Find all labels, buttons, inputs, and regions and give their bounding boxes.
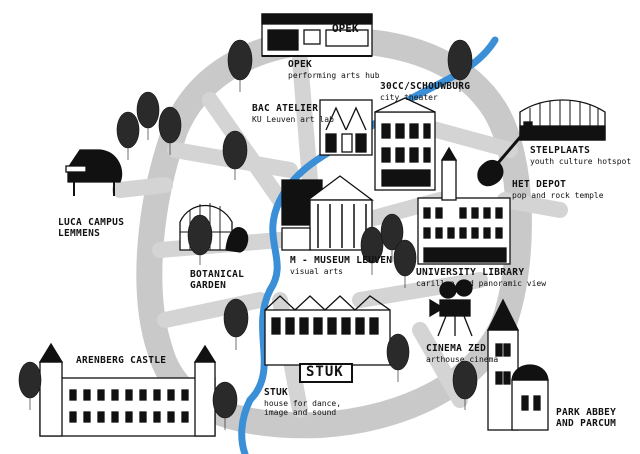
place-subtitle: pop and rock temple (512, 190, 604, 200)
label-bac-atelier[interactable]: BAC ATELIER KU Leuven art lab (252, 103, 334, 124)
label-schouwburg[interactable]: 30CC/SCHOUWBURG city theater (380, 81, 471, 102)
electric-guitar-icon[interactable] (477, 121, 533, 187)
label-botanical-garden[interactable]: BOTANICAL GARDEN (190, 269, 262, 292)
tree-icon (393, 239, 417, 288)
tree-icon (187, 214, 213, 265)
place-title: PARK ABBEY AND PARCUM (556, 407, 617, 429)
label-park-abbey[interactable]: PARK ABBEY AND PARCUM (556, 407, 636, 430)
place-subtitle: arthouse cinema (426, 354, 499, 364)
place-subtitle: visual arts (290, 266, 343, 276)
label-university-library[interactable]: UNIVERSITY LIBRARY carillon and panorami… (416, 267, 547, 288)
tree-icon (360, 226, 384, 275)
label-m-museum[interactable]: M - MUSEUM LEUVEN visual arts (290, 255, 393, 276)
abbey-tower-icon[interactable] (486, 298, 549, 431)
place-title: UNIVERSITY LIBRARY (416, 267, 525, 278)
tree-icon (18, 361, 42, 410)
place-subtitle: KU Leuven art lab (252, 114, 334, 124)
tree-icon (380, 213, 404, 262)
film-camera-icon[interactable] (429, 279, 473, 337)
place-subtitle: house for dance, image and sound (264, 398, 342, 418)
bac-atelier-building-icon[interactable] (319, 99, 373, 156)
grand-piano-icon[interactable] (65, 149, 123, 196)
tree-icon (222, 130, 248, 180)
label-luca-campus[interactable]: LUCA CAMPUS LEMMENS (58, 217, 158, 240)
label-arenberg-castle[interactable]: ARENBERG CASTLE (76, 355, 167, 367)
place-title: LUCA CAMPUS LEMMENS (58, 217, 125, 239)
label-stuk[interactable]: STUK house for dance, image and sound (264, 387, 364, 418)
stuk-sign: STUK (306, 364, 344, 380)
opek-sign: OPEK (332, 22, 359, 35)
tree-icon (158, 106, 182, 155)
tree-icon (386, 333, 410, 382)
place-title: HET DEPOT (512, 179, 567, 190)
castle-icon[interactable] (38, 342, 217, 437)
tree-icon (447, 39, 473, 92)
tree-icon (212, 381, 238, 430)
place-title: STELPLAATS (530, 145, 591, 156)
stuk-building-icon[interactable] (264, 295, 391, 383)
place-subtitle: city theater (380, 92, 438, 102)
tree-icon (136, 91, 160, 140)
place-title: ARENBERG CASTLE (76, 355, 167, 366)
place-title: M - MUSEUM LEUVEN (290, 255, 393, 266)
label-cinema-zed[interactable]: CINEMA ZED arthouse cinema (426, 343, 499, 364)
place-title: CINEMA ZED (426, 343, 487, 354)
museum-building-icon[interactable] (281, 175, 374, 251)
trees (18, 39, 478, 430)
tree-icon (116, 111, 140, 160)
place-title: OPEK (288, 59, 313, 70)
label-stelplaats[interactable]: STELPLAATS youth culture hotspot (530, 145, 632, 166)
library-tower-icon[interactable] (417, 146, 511, 265)
tree-icon (227, 39, 253, 92)
label-het-depot[interactable]: HET DEPOT pop and rock temple (512, 179, 604, 200)
label-opek[interactable]: OPEK performing arts hub (288, 59, 380, 80)
place-title: STUK (264, 387, 289, 398)
place-title: 30CC/SCHOUWBURG (380, 81, 471, 92)
place-subtitle: youth culture hotspot (530, 156, 632, 166)
tree-icon (452, 360, 478, 410)
place-title: BOTANICAL GARDEN (190, 269, 245, 291)
hangar-building-icon[interactable] (519, 99, 606, 141)
place-subtitle: performing arts hub (288, 70, 380, 80)
place-subtitle: carillon and panoramic view (416, 278, 547, 288)
theater-building-icon[interactable] (374, 97, 436, 191)
tree-icon (223, 298, 249, 350)
place-title: BAC ATELIER (252, 103, 319, 114)
opek-building-icon[interactable] (261, 13, 373, 57)
